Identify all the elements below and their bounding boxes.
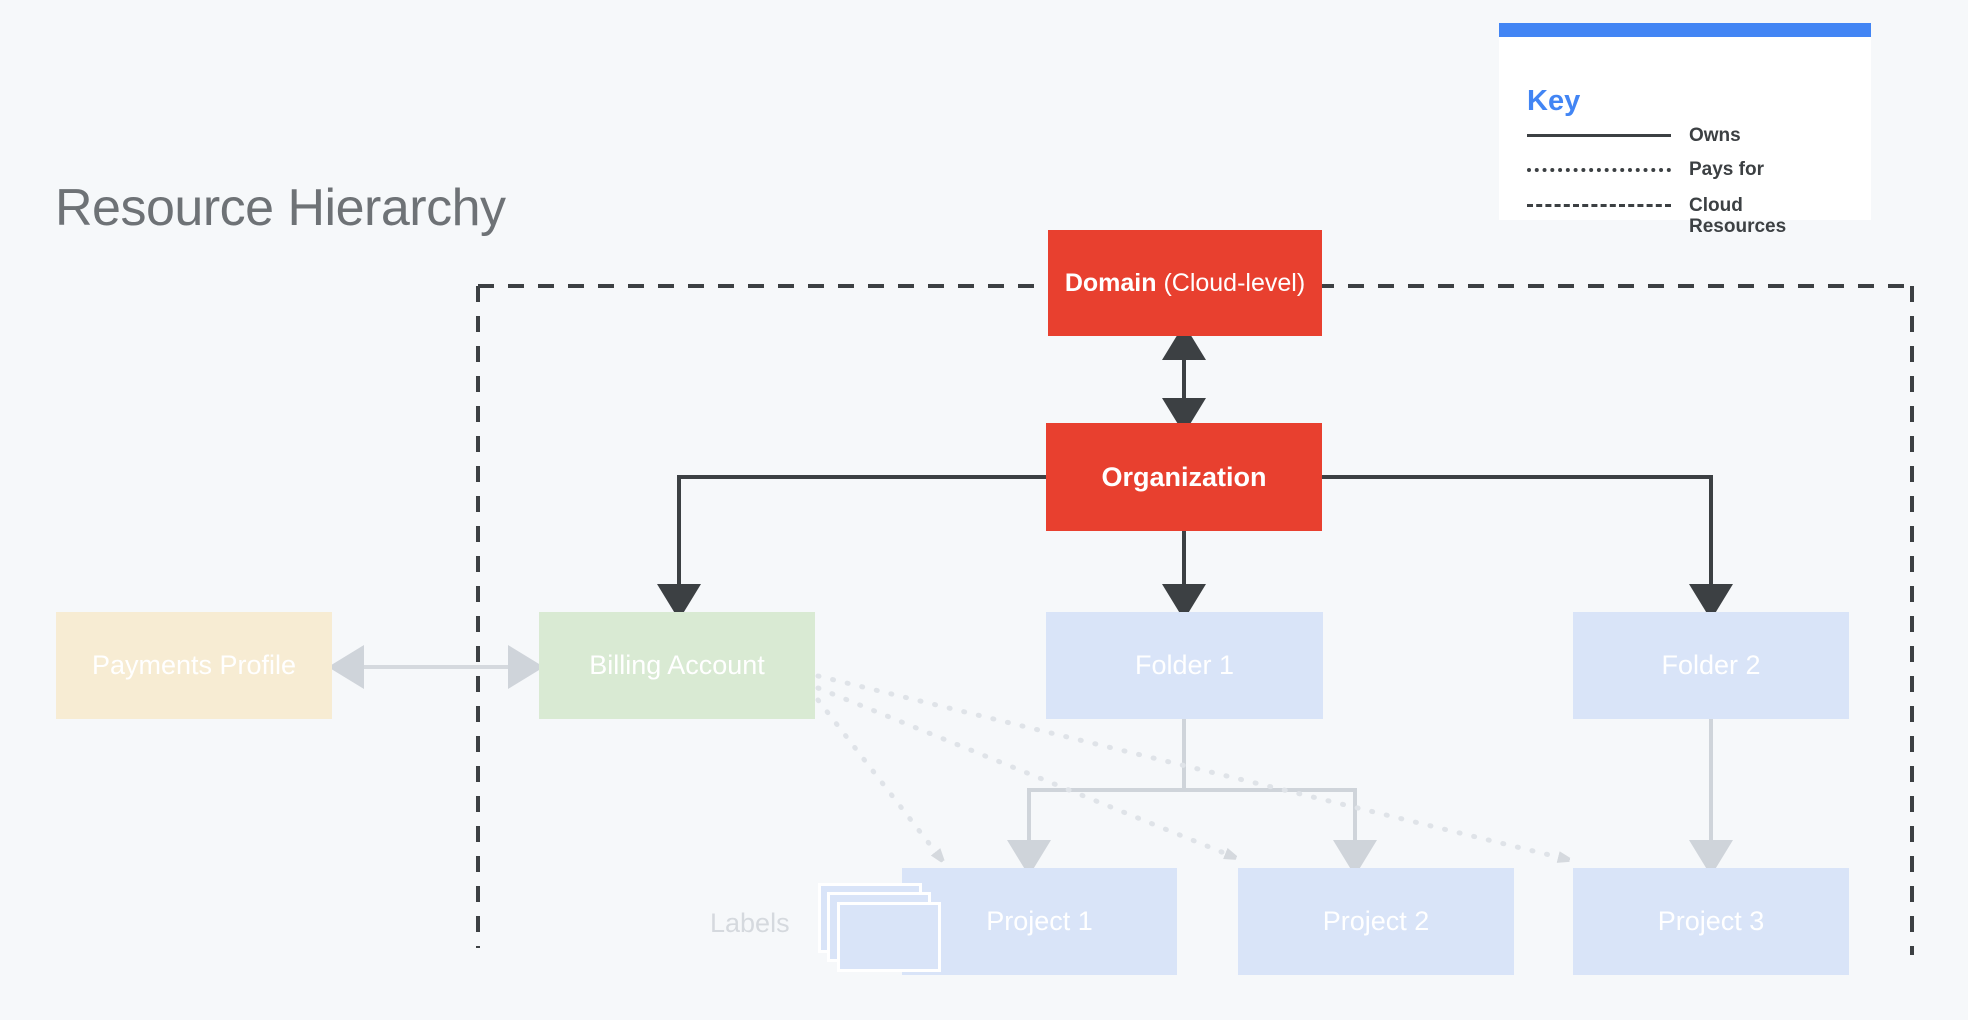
node-domain-rest-label: (Cloud-level) xyxy=(1156,268,1306,297)
edge-organization-folder2 xyxy=(1322,475,1733,620)
node-organization[interactable]: Organization xyxy=(1046,423,1322,531)
key-title: Key xyxy=(1527,85,1581,117)
node-folder-2-label: Folder 2 xyxy=(1661,650,1761,680)
node-billing-account-label: Billing Account xyxy=(589,650,765,680)
key-row-cloud-resources: Cloud Resources xyxy=(1527,195,1839,238)
key-label-cloud-resources: Cloud Resources xyxy=(1689,195,1787,238)
labels-stack-icon xyxy=(818,883,943,975)
node-folder-2[interactable]: Folder 2 xyxy=(1573,612,1849,719)
node-project-1[interactable]: Project 1 xyxy=(902,868,1177,975)
key-label-pays-for: Pays for xyxy=(1689,159,1764,180)
key-label-owns: Owns xyxy=(1689,125,1741,146)
node-domain-strong-label: Domain xyxy=(1064,268,1157,297)
key-accent-bar xyxy=(1499,23,1871,37)
node-organization-label: Organization xyxy=(1101,461,1267,492)
node-project-1-label: Project 1 xyxy=(986,906,1093,936)
key-row-owns: Owns xyxy=(1527,125,1741,146)
node-payments-profile[interactable]: Payments Profile xyxy=(56,612,332,719)
dashed-line-sample xyxy=(1527,195,1671,215)
node-project-3[interactable]: Project 3 xyxy=(1573,868,1849,975)
node-domain[interactable]: Domain (Cloud-level) xyxy=(1048,230,1322,336)
labels-caption: Labels xyxy=(710,908,790,938)
label-card-front xyxy=(837,902,941,972)
edge-billing-pays-project1 xyxy=(815,697,938,855)
edge-organization-billing xyxy=(657,475,1046,620)
node-payments-profile-label: Payments Profile xyxy=(91,650,297,680)
edge-folder1-project2 xyxy=(1182,719,1377,876)
node-project-3-label: Project 3 xyxy=(1657,906,1765,936)
edge-folder1-project1 xyxy=(1007,719,1186,876)
node-folder-1[interactable]: Folder 1 xyxy=(1046,612,1323,719)
solid-line-sample xyxy=(1527,125,1671,145)
key-legend-card: Key Owns Pays for Cloud Resources xyxy=(1499,23,1871,237)
node-project-2[interactable]: Project 2 xyxy=(1238,868,1514,975)
dotted-line-sample xyxy=(1527,159,1671,179)
node-billing-account[interactable]: Billing Account xyxy=(539,612,815,719)
node-project-2-label: Project 2 xyxy=(1322,906,1430,936)
key-row-pays-for: Pays for xyxy=(1527,159,1764,180)
node-folder-1-label: Folder 1 xyxy=(1134,650,1235,680)
page-title: Resource Hierarchy xyxy=(55,179,506,237)
